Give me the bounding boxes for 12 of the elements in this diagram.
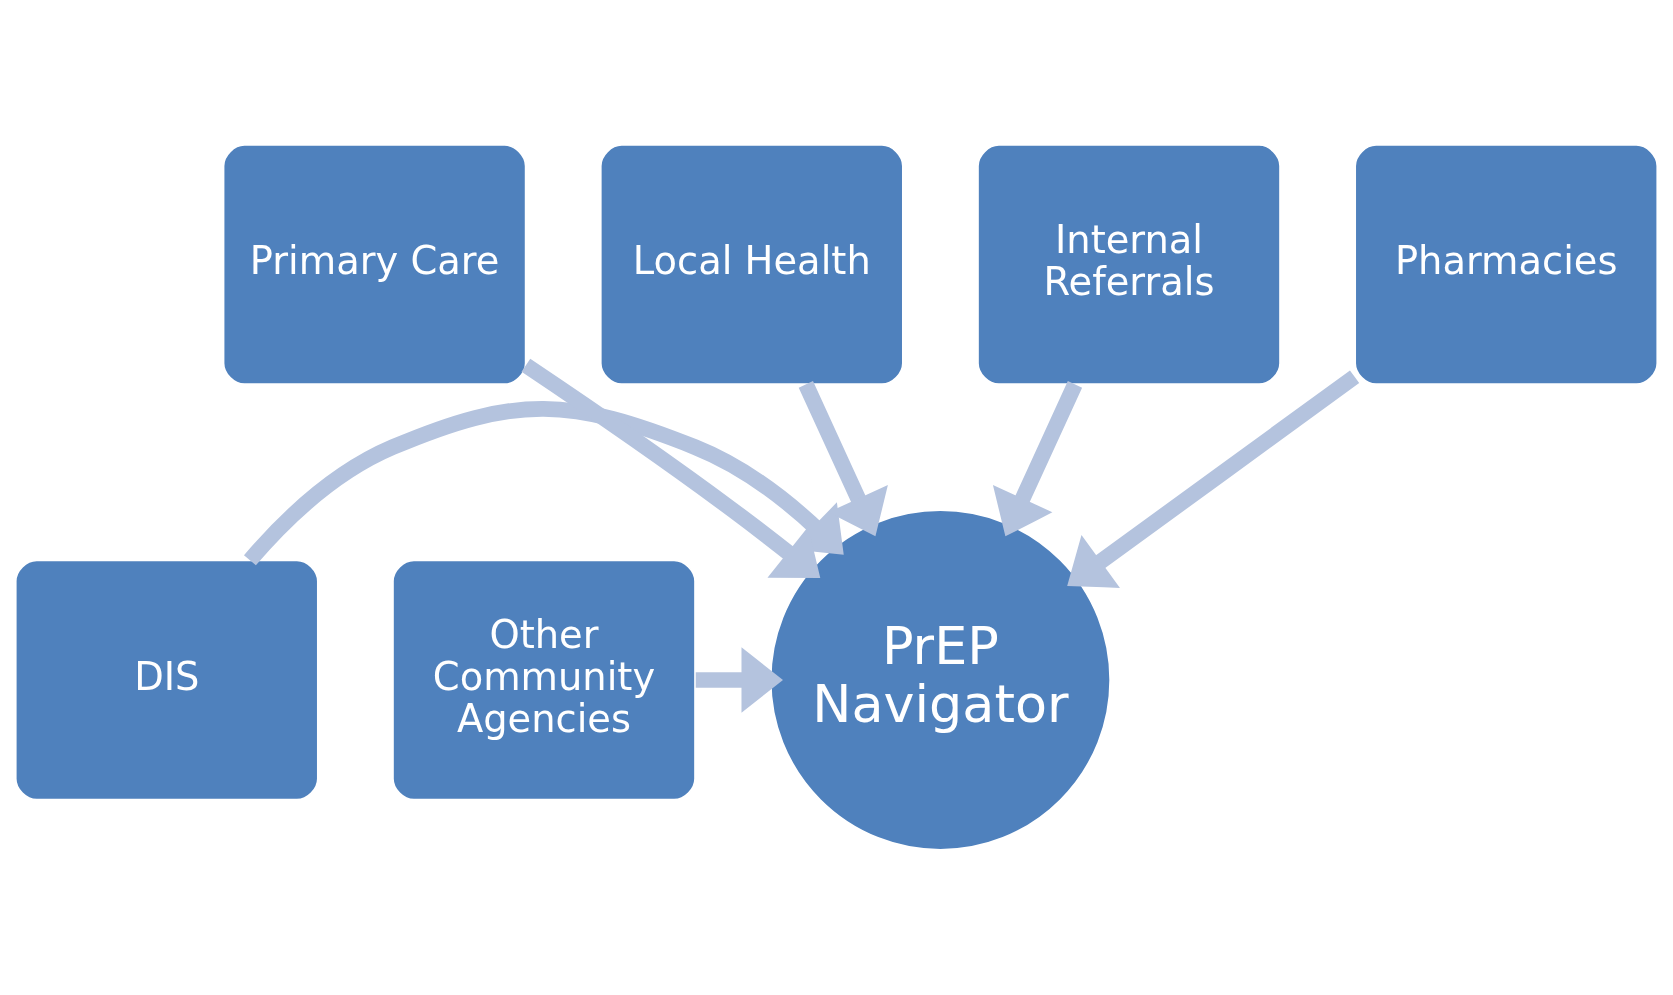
node-box: Primary Care bbox=[222, 144, 527, 386]
arrow bbox=[521, 358, 821, 579]
node-box: Other Community Agencies bbox=[392, 559, 696, 801]
arrow bbox=[798, 381, 888, 537]
arrow bbox=[695, 647, 783, 713]
node-box: Local Health bbox=[599, 144, 904, 386]
arrow bbox=[992, 381, 1083, 537]
arrow bbox=[244, 401, 844, 566]
node-box: Internal Referrals bbox=[977, 144, 1281, 386]
node-box: Pharmacies bbox=[1354, 144, 1659, 386]
node-box: DIS bbox=[14, 559, 319, 801]
arrow bbox=[1067, 370, 1360, 588]
